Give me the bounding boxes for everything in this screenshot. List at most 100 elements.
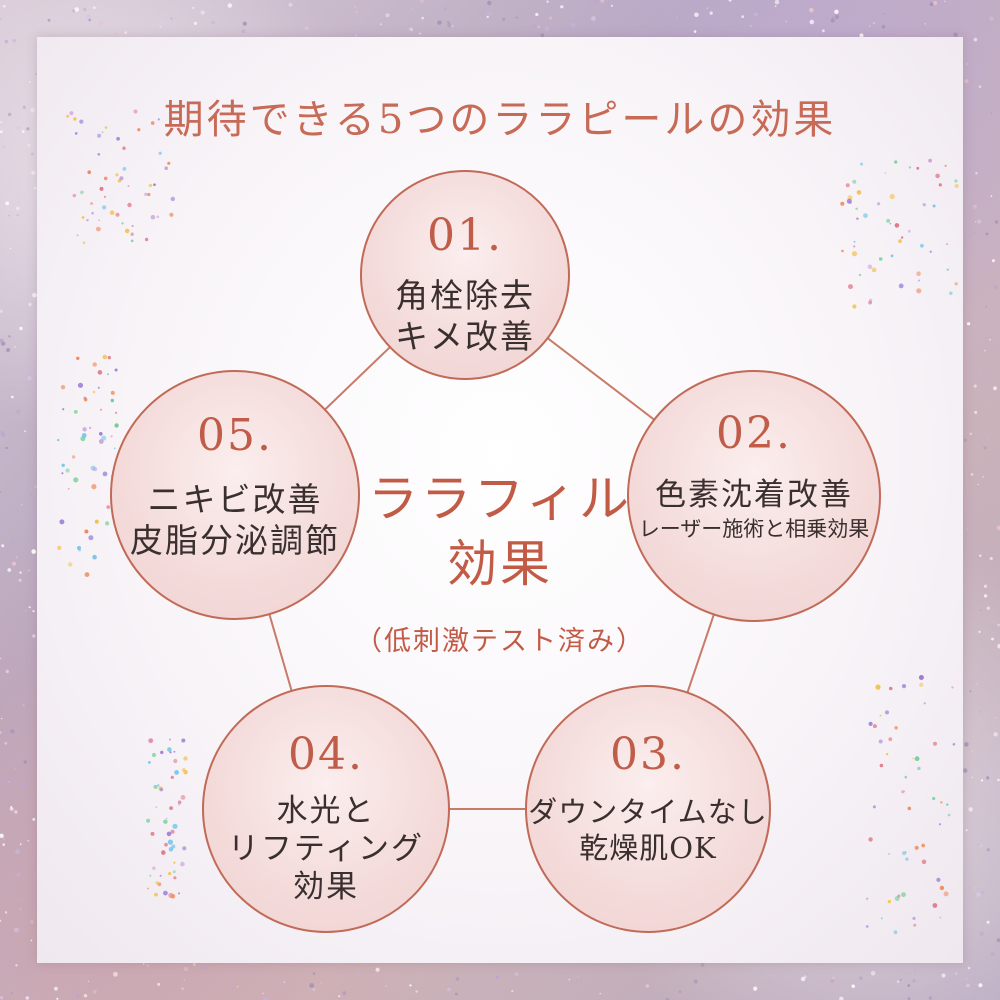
effect-line: ダウンタイムなし <box>528 795 768 829</box>
glitter-dot <box>977 843 980 846</box>
confetti-dot <box>148 761 151 764</box>
confetti-dot <box>894 160 898 164</box>
glitter-dot <box>515 16 518 19</box>
glitter-dot <box>4 39 9 44</box>
glitter-dot <box>455 992 458 996</box>
confetti-dot <box>157 784 160 787</box>
confetti-dot <box>147 887 149 890</box>
glitter-dot <box>263 997 268 1000</box>
confetti-dot <box>904 851 907 854</box>
glitter-dot <box>774 0 780 5</box>
glitter-dot <box>193 21 198 25</box>
glitter-dot <box>995 683 999 686</box>
confetti-dot <box>153 183 156 186</box>
glitter-dot <box>870 971 876 976</box>
confetti-dot <box>157 118 160 121</box>
confetti-dot <box>169 751 172 754</box>
confetti-dot <box>853 245 856 248</box>
glitter-dot <box>11 539 16 544</box>
confetti-dot <box>57 545 62 550</box>
glitter-dot <box>262 992 264 995</box>
glitter-dot <box>34 485 38 489</box>
center-title-line: 効果 <box>447 535 553 593</box>
glitter-dot <box>978 710 981 713</box>
confetti-dot <box>949 291 953 295</box>
confetti-dot <box>898 239 902 243</box>
confetti-dot <box>928 158 932 163</box>
page-title: 期待できる5つのララピールの効果 <box>163 97 837 143</box>
glitter-dot <box>447 21 450 24</box>
glitter-dot <box>355 10 358 14</box>
glitter-dot <box>560 5 564 9</box>
glitter-dot <box>983 584 988 588</box>
confetti-dot <box>88 535 94 541</box>
confetti-dot <box>845 183 850 188</box>
glitter-dot <box>964 438 967 442</box>
glitter-dot <box>486 15 489 19</box>
glitter-dot <box>568 979 570 981</box>
glitter-dot <box>881 24 886 29</box>
glitter-dot <box>12 386 16 390</box>
glitter-dot <box>87 980 90 983</box>
confetti-dot <box>109 210 115 215</box>
glitter-dot <box>19 571 22 574</box>
glitter-dot <box>142 963 145 965</box>
glitter-dot <box>990 195 993 198</box>
glitter-dot <box>211 20 216 25</box>
glitter-dot <box>354 6 356 9</box>
confetti-dot <box>183 770 188 775</box>
glitter-dot <box>576 975 580 979</box>
glitter-dot <box>546 0 549 3</box>
confetti-dot <box>181 738 186 743</box>
confetti-dot <box>99 186 104 191</box>
confetti-dot <box>938 823 942 826</box>
confetti-dot <box>100 408 102 411</box>
confetti-dot <box>167 161 171 165</box>
confetti-dot <box>951 686 954 689</box>
glitter-dot <box>7 759 10 762</box>
glitter-dot <box>26 127 30 131</box>
glitter-dot <box>978 983 983 988</box>
effect-line: キメ改善 <box>395 316 535 356</box>
glitter-dot <box>19 843 22 846</box>
glitter-dot <box>821 6 825 10</box>
confetti-dot <box>81 216 85 219</box>
confetti-dot <box>110 398 115 403</box>
glitter-dot <box>985 305 988 308</box>
glitter-dot <box>0 996 4 1000</box>
glitter-dot <box>114 32 118 37</box>
confetti-dot <box>105 521 110 526</box>
confetti-dot <box>164 166 168 170</box>
confetti-dot <box>144 237 149 242</box>
glitter-dot <box>0 338 4 343</box>
confetti-dot <box>172 823 178 829</box>
glitter-dot <box>444 7 447 11</box>
confetti-dot <box>913 923 917 927</box>
glitter-dot <box>954 972 958 975</box>
glitter-dot <box>32 108 35 111</box>
effect-node-04: 04. 水光と リフティング 効果 <box>202 685 450 933</box>
glitter-dot <box>30 939 33 942</box>
glitter-dot <box>1 717 3 720</box>
glitter-dot <box>14 810 18 814</box>
glitter-dot <box>966 528 969 530</box>
confetti-dot <box>84 572 90 577</box>
glitter-dot <box>1 544 5 548</box>
confetti-dot <box>918 675 924 680</box>
confetti-dot <box>68 562 73 567</box>
confetti-dot <box>878 257 883 261</box>
confetti-dot <box>131 224 134 228</box>
confetti-dot <box>852 179 857 184</box>
glitter-dot <box>991 637 994 641</box>
confetti-dot <box>856 190 862 195</box>
confetti-dot <box>952 743 956 746</box>
glitter-dot <box>409 984 412 987</box>
glitter-dot <box>825 16 830 22</box>
confetti-dot <box>169 212 174 217</box>
glitter-dot <box>978 630 981 633</box>
glitter-dot <box>479 993 482 995</box>
confetti-dot <box>107 355 112 360</box>
glitter-dot <box>964 79 969 84</box>
confetti-dot <box>97 370 103 375</box>
confetti-dot <box>107 373 109 376</box>
